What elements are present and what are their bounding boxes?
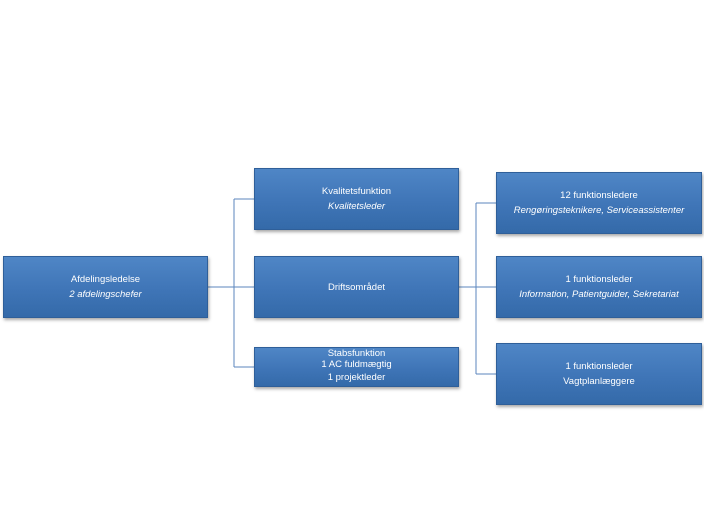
node-title: Stabsfunktion — [327, 348, 386, 359]
node-12-funktionsledere: 12 funktionsledere Rengøringsteknikere, … — [496, 172, 702, 234]
node-subtitle: 2 afdelingschefer — [69, 289, 142, 300]
node-afdelingsledelse: Afdelingsledelse 2 afdelingschefer — [3, 256, 208, 318]
node-title: Driftsområdet — [327, 281, 385, 293]
node-title: 1 funktionsleder — [565, 361, 633, 372]
node-funktionsleder-information: 1 funktionsleder Information, Patientgui… — [496, 256, 702, 318]
node-title: Afdelingsledelse — [70, 274, 141, 285]
node-funktionsleder-vagtplan: 1 funktionsleder Vagtplanlæggere — [496, 343, 702, 405]
node-line3: 1 projektleder — [327, 372, 386, 383]
node-title: 1 funktionsleder — [565, 274, 633, 285]
node-title: Kvalitetsfunktion — [321, 186, 392, 197]
node-driftsomraadet: Driftsområdet — [254, 256, 459, 318]
node-line2: 1 AC fuldmægtig — [321, 359, 392, 370]
node-line2: Vagtplanlæggere — [563, 376, 635, 387]
node-subtitle: Kvalitetsleder — [327, 201, 386, 212]
node-subtitle: Rengøringsteknikere, Serviceassistenter — [513, 205, 685, 216]
node-stabsfunktion: Stabsfunktion 1 AC fuldmægtig 1 projektl… — [254, 347, 459, 387]
node-title: 12 funktionsledere — [560, 190, 638, 201]
node-subtitle: Information, Patientguider, Sekretariat — [519, 289, 679, 300]
node-kvalitetsfunktion: Kvalitetsfunktion Kvalitetsleder — [254, 168, 459, 230]
